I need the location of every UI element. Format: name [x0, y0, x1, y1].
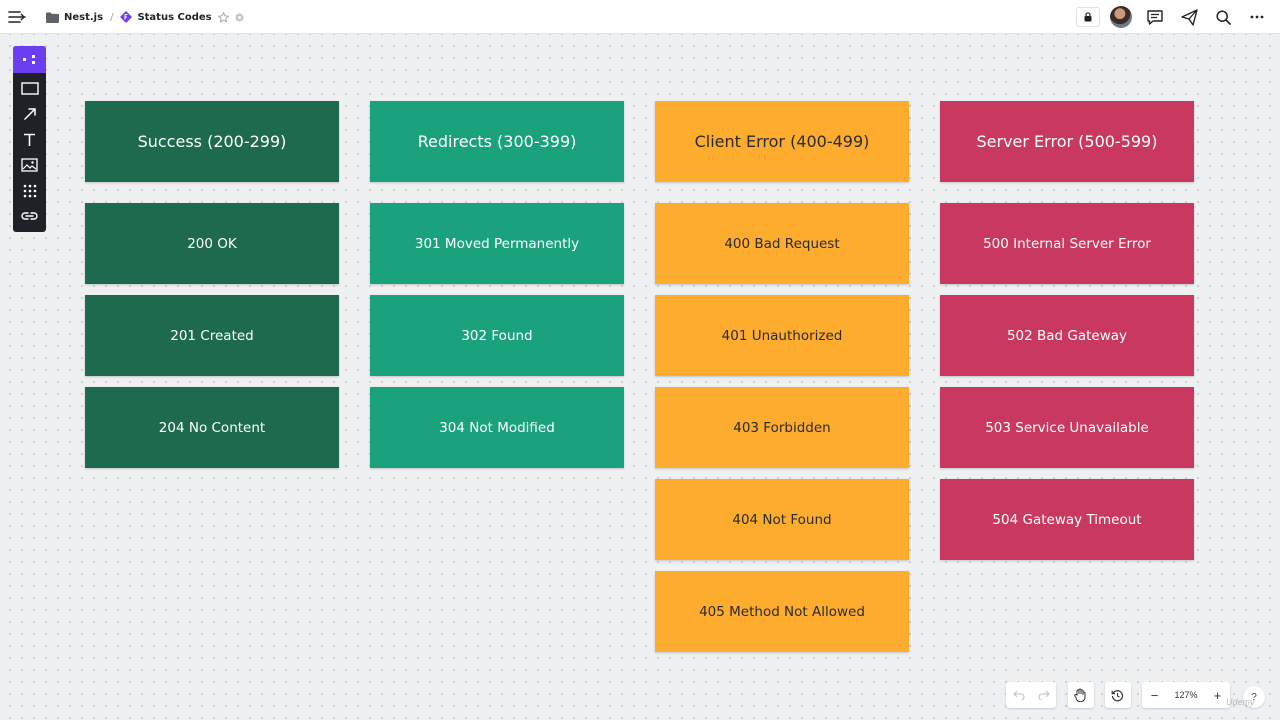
status-code-card[interactable]: 503 Service Unavailable — [940, 387, 1194, 468]
image-icon[interactable] — [13, 153, 46, 179]
undo-icon[interactable] — [1006, 682, 1031, 708]
board-icon — [120, 11, 133, 23]
breadcrumb: Nest.js / Status Codes — [46, 0, 244, 34]
lock-icon[interactable] — [1076, 7, 1100, 27]
zoom-out-button[interactable]: − — [1150, 687, 1159, 703]
hand-icon — [1068, 682, 1093, 708]
top-right-tools — [1076, 0, 1280, 34]
folder-icon — [46, 12, 59, 23]
share-icon[interactable] — [1178, 6, 1200, 28]
avatar[interactable] — [1110, 6, 1132, 28]
star-icon[interactable] — [217, 11, 229, 23]
redo-icon[interactable] — [1031, 682, 1056, 708]
help-button[interactable]: ? — [1243, 686, 1265, 708]
status-code-card[interactable]: 400 Bad Request — [655, 203, 909, 284]
settings-icon[interactable] — [235, 12, 244, 22]
status-code-card[interactable]: 204 No Content — [85, 387, 339, 468]
status-code-card[interactable]: 403 Forbidden — [655, 387, 909, 468]
search-icon[interactable] — [1212, 6, 1234, 28]
text-icon[interactable] — [13, 127, 46, 153]
board-title[interactable]: Status Codes — [137, 11, 212, 23]
hand-tool-button[interactable] — [1068, 682, 1094, 708]
collapse-menu-icon[interactable] — [6, 6, 28, 28]
history-icon — [1105, 682, 1130, 708]
status-code-card[interactable]: 404 Not Found — [655, 479, 909, 560]
column-header[interactable]: Success (200-299) — [85, 101, 339, 182]
frames-icon[interactable] — [13, 46, 46, 73]
status-code-card[interactable]: 304 Not Modified — [370, 387, 624, 468]
udemy-watermark: Udemy — [1226, 697, 1255, 707]
more-icon[interactable] — [1246, 6, 1268, 28]
status-code-card[interactable]: 401 Unauthorized — [655, 295, 909, 376]
status-code-card[interactable]: 200 OK — [85, 203, 339, 284]
rectangle-icon[interactable] — [13, 76, 46, 102]
zoom-controls: − 127% + — [1142, 682, 1230, 708]
status-code-card[interactable]: 502 Bad Gateway — [940, 295, 1194, 376]
breadcrumb-separator: / — [110, 11, 114, 23]
column-header[interactable]: Redirects (300-399) — [370, 101, 624, 182]
column-header[interactable]: Server Error (500-599) — [940, 101, 1194, 182]
history-button[interactable] — [1105, 682, 1131, 708]
status-code-card[interactable]: 405 Method Not Allowed — [655, 571, 909, 652]
breadcrumb-folder[interactable]: Nest.js — [64, 11, 104, 23]
top-bar: Nest.js / Status Codes — [0, 0, 1280, 34]
status-code-card[interactable]: 302 Found — [370, 295, 624, 376]
arrow-icon[interactable] — [13, 102, 46, 128]
undo-redo-group — [1006, 682, 1056, 708]
link-icon[interactable] — [13, 204, 46, 230]
grid-icon[interactable] — [13, 178, 46, 204]
comments-icon[interactable] — [1144, 6, 1166, 28]
zoom-level[interactable]: 127% — [1174, 690, 1198, 700]
column-header[interactable]: Client Error (400-499) — [655, 101, 909, 182]
status-code-card[interactable]: 500 Internal Server Error — [940, 203, 1194, 284]
status-code-card[interactable]: 301 Moved Permanently — [370, 203, 624, 284]
status-code-card[interactable]: 504 Gateway Timeout — [940, 479, 1194, 560]
zoom-in-button[interactable]: + — [1213, 687, 1222, 703]
status-code-card[interactable]: 201 Created — [85, 295, 339, 376]
creation-toolbar — [13, 46, 46, 232]
